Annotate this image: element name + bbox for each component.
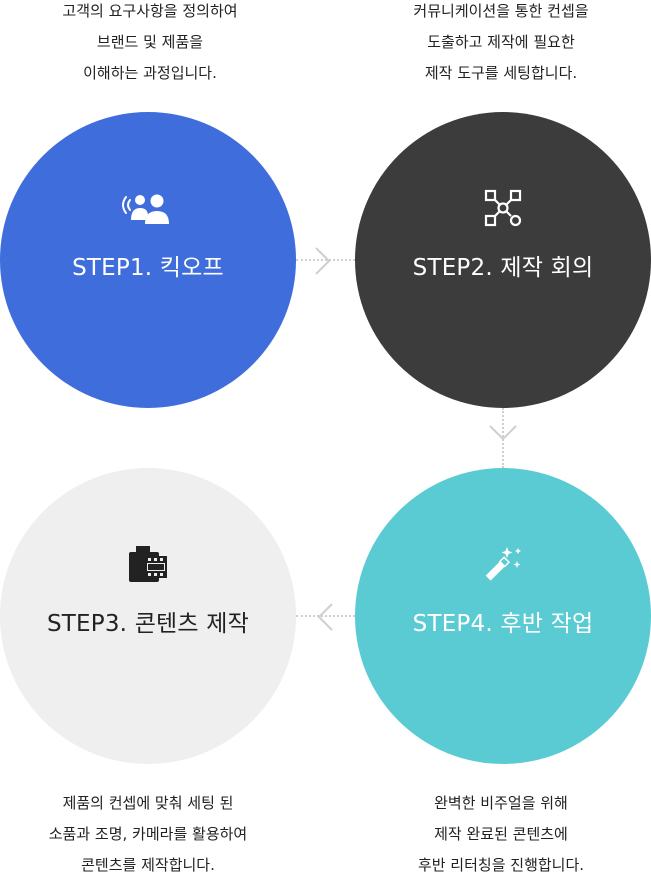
step3-circle: STEP3. 콘텐츠 제작 (0, 468, 296, 764)
step1-circle: STEP1. 킥오프 (0, 112, 296, 408)
step1-description-line: 브랜드 및 제품을 (96, 33, 204, 51)
step2-circle: STEP2. 제작 회의 (355, 112, 651, 408)
step4-circle: STEP4. 후반 작업 (355, 468, 651, 764)
step4-description: 완벽한 비주얼을 위해 제작 완료된 콘텐츠에 후반 리터칭을 진행합니다. (351, 788, 651, 881)
step4-title: STEP4. 후반 작업 (412, 611, 594, 637)
step3-title: STEP3. 콘텐츠 제작 (46, 611, 250, 637)
step1-description: 고객의 요구사항을 정의하여 브랜드 및 제품을 이해하는 과정입니다. (0, 0, 300, 89)
connector-1-2 (296, 259, 355, 261)
step4-description-line: 후반 리터칭을 진행합니다. (417, 856, 585, 874)
step1-description-line: 고객의 요구사항을 정의하여 (62, 2, 238, 20)
step1-description-line: 이해하는 과정입니다. (83, 64, 217, 82)
film-roll-icon (127, 544, 169, 584)
step3-description-line: 제품의 컨셉에 맞춰 세팅 된 (62, 794, 234, 812)
step3-description-line: 소품과 조명, 카메라를 활용하여 (48, 825, 248, 843)
chevron-left-icon (317, 603, 333, 631)
chevron-down-icon (489, 425, 517, 441)
step2-description-line: 도출하고 제작에 필요한 (427, 33, 575, 51)
meeting-people-icon (121, 188, 175, 228)
step2-description-line: 제작 도구를 세팅합니다. (424, 64, 578, 82)
step3-description: 제품의 컨셉에 맞춰 세팅 된 소품과 조명, 카메라를 활용하여 콘텐츠를 제… (0, 788, 298, 881)
chevron-right-icon (315, 247, 331, 275)
step1-title: STEP1. 킥오프 (72, 255, 224, 281)
step4-description-line: 제작 완료된 콘텐츠에 (434, 825, 568, 843)
magic-wand-icon (483, 544, 523, 584)
network-nodes-icon (483, 188, 523, 228)
step4-description-line: 완벽한 비주얼을 위해 (434, 794, 568, 812)
connector-4-3 (296, 615, 355, 617)
step2-description: 커뮤니케이션을 통한 컨셉을 도출하고 제작에 필요한 제작 도구를 세팅합니다… (351, 0, 651, 89)
step2-title: STEP2. 제작 회의 (412, 255, 594, 281)
step3-description-line: 콘텐츠를 제작합니다. (81, 856, 215, 874)
step2-description-line: 커뮤니케이션을 통한 컨셉을 (413, 2, 589, 20)
